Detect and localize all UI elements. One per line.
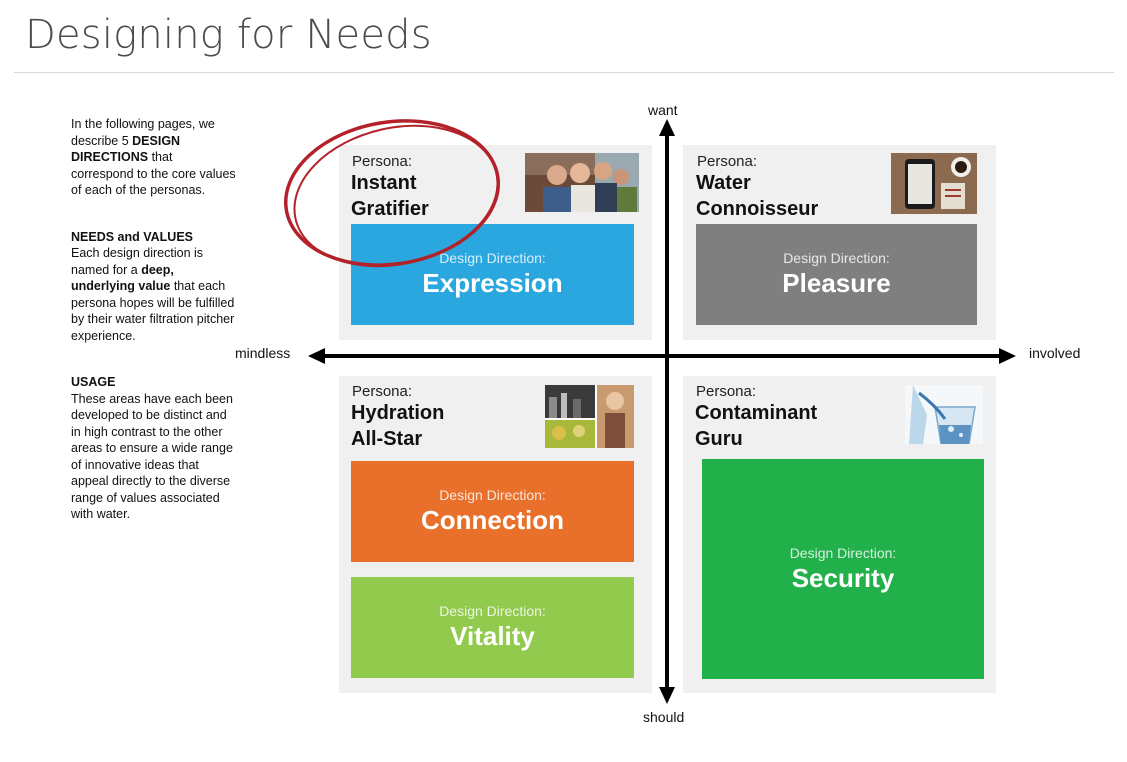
phone-and-coffee-photo <box>891 153 977 214</box>
persona-label: Persona: <box>352 383 413 400</box>
persona-name-line1: Water <box>696 172 751 194</box>
quadrant-hydration-all-star: Persona: Hydration All-Star Design Direc… <box>339 376 652 693</box>
intro-text-pre: In the following pages, we describe 5 <box>71 117 215 148</box>
arrow-up-icon <box>659 119 675 136</box>
axis-label-involved: involved <box>1029 345 1081 361</box>
persona-name-line2: Connoisseur <box>696 198 819 220</box>
persona-label: Persona: <box>697 153 758 170</box>
persona-name: Instant Gratifier <box>351 170 429 222</box>
arrow-right-icon <box>999 348 1016 364</box>
design-direction-name: Expression <box>422 268 563 298</box>
title-divider <box>14 72 1114 73</box>
quadrant-water-connoisseur: Persona: Water Connoisseur Design Direct… <box>683 145 996 340</box>
intro-paragraph: In the following pages, we describe 5 DE… <box>71 116 236 199</box>
design-direction-name: Security <box>791 562 895 593</box>
intro-text-bold: DESIGN DIRECTIONS <box>71 133 181 165</box>
persona-label: Persona: <box>352 153 413 170</box>
needs-text-bold: deep, underlying value <box>71 262 174 294</box>
design-direction-expression: Design Direction: Expression <box>351 224 634 325</box>
design-direction-connection: Design Direction: Connection <box>351 461 634 562</box>
persona-name-line2: Guru <box>695 428 743 450</box>
persona-name: Contaminant Guru <box>695 400 817 452</box>
usage-heading: USAGE <box>71 375 116 389</box>
persona-name-line1: Hydration <box>351 402 445 424</box>
design-direction-security: Design Direction: Security <box>702 459 984 679</box>
design-direction-label: Design Direction: <box>439 603 546 619</box>
quadrant-instant-gratifier: Persona: Instant Gratifier Design Direct… <box>339 145 652 340</box>
design-direction-label: Design Direction: <box>783 250 890 266</box>
persona-name: Water Connoisseur <box>696 170 818 222</box>
needs-heading: NEEDS and VALUES <box>71 229 194 244</box>
water-pouring-glass-photo <box>905 385 983 444</box>
quadrant-contaminant-guru: Persona: Contaminant Guru Design Directi… <box>683 376 996 693</box>
highlight-circle-stroke-2 <box>293 124 499 268</box>
persona-name-line2: All-Star <box>351 428 423 450</box>
usage-paragraph: USAGE These areas have each been develope… <box>71 374 236 523</box>
persona-name-line2: Gratifier <box>351 198 429 220</box>
usage-text: These areas have each been developed to … <box>71 391 233 522</box>
design-direction-pleasure: Design Direction: Pleasure <box>696 224 977 325</box>
persona-name-line1: Contaminant <box>695 402 818 424</box>
intro-text-post: that correspond to the core values of ea… <box>71 150 236 197</box>
group-selfie-photo <box>525 153 639 212</box>
needs-text-post: that each persona hopes will be fulfille… <box>71 279 235 343</box>
axis-label-mindless: mindless <box>235 345 291 361</box>
axis-label-should: should <box>643 709 685 725</box>
design-direction-name: Vitality <box>450 621 535 651</box>
active-lifestyle-collage-photo <box>545 385 634 448</box>
design-direction-label: Design Direction: <box>789 544 897 561</box>
persona-label: Persona: <box>696 383 757 400</box>
arrow-left-icon <box>308 348 325 364</box>
persona-name-line1: Instant <box>351 172 417 194</box>
needs-paragraph: NEEDS and VALUES Each design direction is… <box>71 229 236 345</box>
design-direction-name: Pleasure <box>782 268 891 298</box>
axis-label-want: want <box>648 102 678 118</box>
design-direction-label: Design Direction: <box>439 487 546 503</box>
design-direction-vitality: Design Direction: Vitality <box>351 577 634 678</box>
highlight-circle <box>283 119 501 267</box>
persona-name: Hydration All-Star <box>351 400 444 452</box>
arrow-down-icon <box>659 687 675 704</box>
page-title: Designing for Needs <box>25 12 432 58</box>
design-direction-label: Design Direction: <box>439 250 546 266</box>
design-direction-name: Connection <box>421 505 564 535</box>
sidebar-description: In the following pages, we describe 5 DE… <box>71 116 236 553</box>
needs-text-pre: Each design direction is named for a <box>71 246 204 277</box>
